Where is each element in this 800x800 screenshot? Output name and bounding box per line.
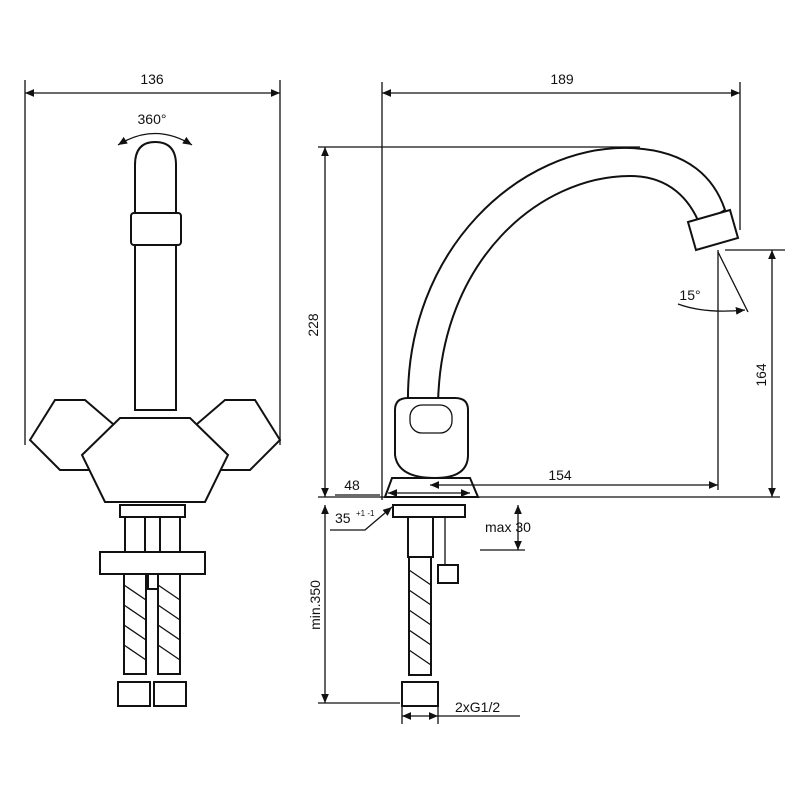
- spout-tilt-label: 15°: [679, 287, 700, 303]
- side-hose-nut: [401, 681, 439, 707]
- height-label: 228: [305, 313, 321, 337]
- outlet-height-label: 164: [753, 363, 769, 387]
- tilt-arc-icon: [677, 303, 746, 315]
- rotation-arrow-icon: [117, 132, 193, 146]
- base-ring: [119, 504, 186, 518]
- side-view: 189 228 164 15° 154 48 35 +1 -1: [305, 71, 785, 724]
- mount-hole-label: 35: [335, 510, 351, 526]
- connection-label: 2xG1/2: [455, 699, 500, 715]
- right-hose: [157, 573, 181, 675]
- mount-tolerance-label: +1 -1: [356, 509, 375, 518]
- spout-tube: [134, 140, 177, 411]
- width-label: 136: [140, 71, 164, 87]
- mounting-plate: [99, 551, 206, 575]
- front-view: 136 360°: [24, 71, 282, 707]
- rotation-label: 360°: [138, 111, 167, 127]
- reach-label: 189: [550, 71, 574, 87]
- side-hose: [408, 556, 432, 676]
- right-hose-nut: [153, 681, 187, 707]
- left-hose-nut: [117, 681, 151, 707]
- outlet-reach-label: 154: [548, 467, 572, 483]
- spout: [406, 146, 727, 406]
- mixer-body: [80, 417, 230, 503]
- max-counter-label: max 30: [485, 519, 531, 535]
- spout-nut: [130, 212, 182, 246]
- left-hose: [123, 573, 147, 675]
- hose-length-label: min.350: [307, 580, 323, 630]
- side-body-base: [383, 477, 480, 498]
- aerator: [686, 208, 740, 252]
- side-handle: [394, 397, 469, 480]
- base-diameter-label: 48: [344, 477, 360, 493]
- side-base-ring: [392, 504, 466, 518]
